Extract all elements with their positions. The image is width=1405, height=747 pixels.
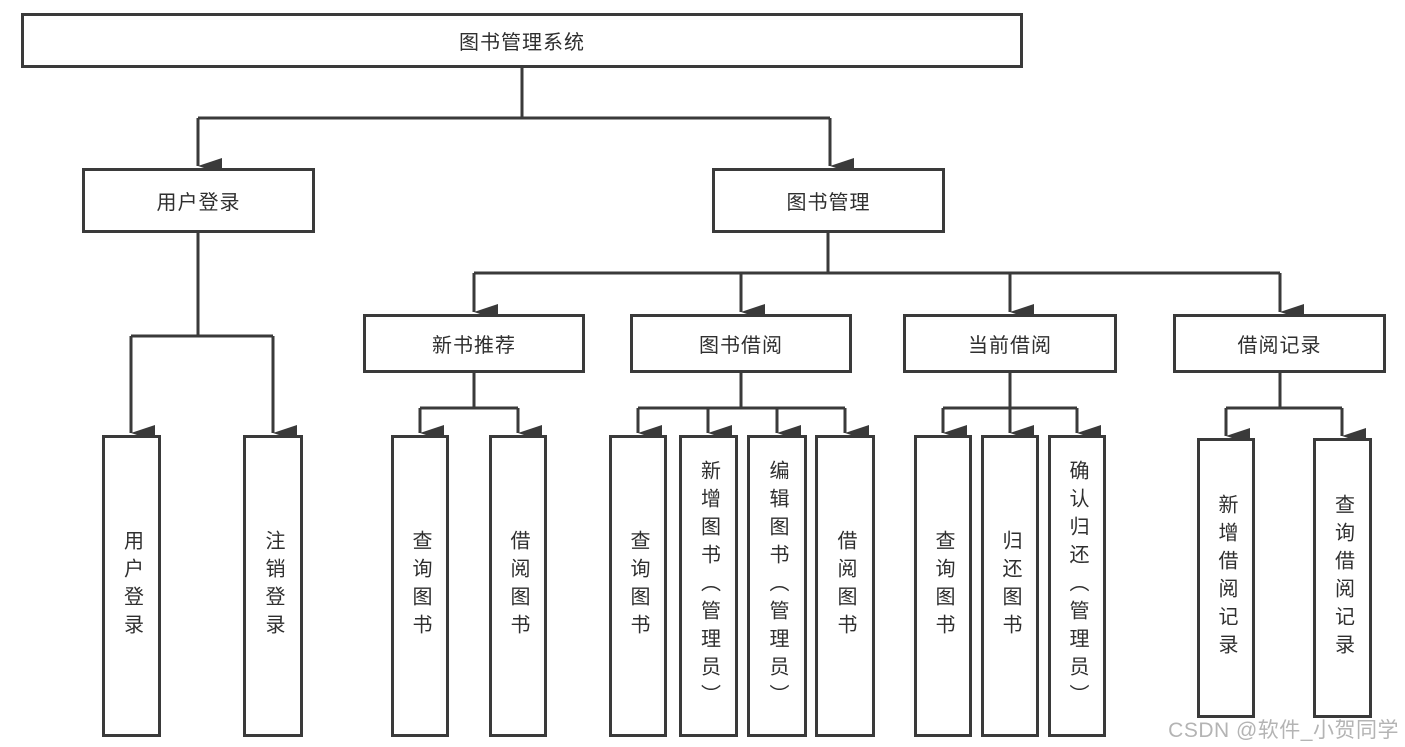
node-root-label: 图书管理系统 (459, 32, 585, 54)
leaf-logout: 注销登录 (243, 435, 303, 737)
leaf-label: 编辑图书（管理员） (766, 460, 788, 712)
leaf-label: 确认归还（管理员） (1066, 460, 1088, 712)
csdn-watermark: CSDN @软件_小贺同学 (1168, 719, 1399, 742)
leaf-label: 借阅图书 (507, 530, 529, 642)
leaf-label: 用户登录 (120, 530, 143, 642)
node-label: 借阅记录 (1237, 335, 1322, 357)
node-new-book-recommendation: 新书推荐 (363, 314, 585, 373)
leaf-label: 查询图书 (627, 530, 649, 642)
node-user-login: 用户登录 (82, 168, 315, 233)
leaf-label: 查询借阅记录 (1331, 494, 1354, 662)
leaf-label: 注销登录 (262, 530, 284, 642)
node-root: 图书管理系统 (21, 13, 1023, 68)
node-borrowing-records: 借阅记录 (1173, 314, 1386, 373)
leaf-label: 查询图书 (409, 530, 431, 642)
leaf-recommend-borrow-books: 借阅图书 (489, 435, 547, 737)
node-label: 新书推荐 (432, 335, 516, 357)
leaf-label: 新增借阅记录 (1215, 494, 1237, 662)
leaf-borrow-add-books-admin: 新增图书（管理员） (679, 435, 738, 737)
node-book-borrowing: 图书借阅 (630, 314, 852, 373)
leaf-label: 借阅图书 (834, 530, 856, 642)
node-current-borrowing: 当前借阅 (903, 314, 1117, 373)
leaf-label: 查询图书 (932, 530, 954, 642)
leaf-recommend-query-books: 查询图书 (391, 435, 449, 737)
node-label: 图书管理 (786, 192, 871, 214)
leaf-user-login: 用户登录 (102, 435, 161, 737)
leaf-borrow-borrow-books: 借阅图书 (815, 435, 875, 737)
node-label: 当前借阅 (968, 335, 1052, 357)
leaf-borrow-query-books: 查询图书 (609, 435, 667, 737)
leaf-label: 归还图书 (999, 530, 1021, 642)
leaf-label: 新增图书（管理员） (697, 460, 720, 712)
leaf-records-query-record: 查询借阅记录 (1313, 438, 1372, 718)
leaf-borrow-edit-books-admin: 编辑图书（管理员） (747, 435, 807, 737)
leaf-records-add-record: 新增借阅记录 (1197, 438, 1255, 718)
node-label: 用户登录 (156, 192, 241, 214)
leaf-current-return-books: 归还图书 (981, 435, 1039, 737)
node-book-management: 图书管理 (712, 168, 945, 233)
leaf-current-query-books: 查询图书 (914, 435, 972, 737)
node-label: 图书借阅 (699, 335, 783, 357)
leaf-current-confirm-return-admin: 确认归还（管理员） (1048, 435, 1106, 737)
